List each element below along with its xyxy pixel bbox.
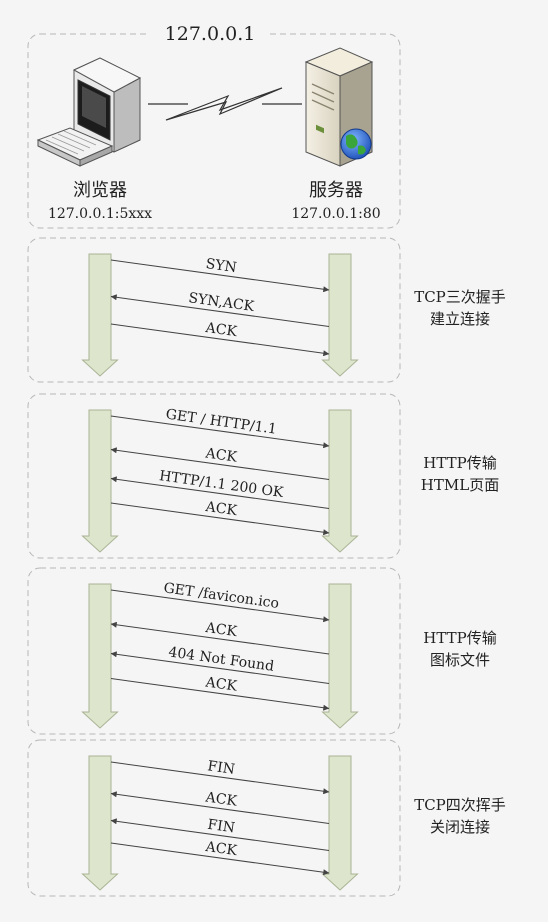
- server-lifeline: [321, 583, 359, 729]
- message-label: GET /favicon.ico: [163, 580, 280, 612]
- desktop-computer-icon: [36, 57, 142, 167]
- server-globe-icon: [304, 47, 374, 167]
- server-address: 127.0.0.1:80: [291, 206, 380, 222]
- message-label: ACK: [204, 445, 239, 465]
- phase-label-line: TCP四次挥手: [414, 796, 506, 814]
- phase-box: [27, 567, 401, 735]
- server-lifeline: [321, 253, 359, 377]
- phase-label-line: 关闭连接: [430, 818, 490, 836]
- message-1: GET / HTTP/1.1: [110, 407, 330, 449]
- phase-label-line: HTTP传输: [423, 454, 496, 472]
- browser-address: 127.0.0.1:5xxx: [48, 206, 152, 222]
- phase-box: [27, 237, 401, 383]
- message-label: FIN: [207, 817, 236, 837]
- message-4: ACK: [110, 499, 330, 536]
- phase-box: [27, 393, 401, 559]
- browser-lifeline: [81, 755, 119, 891]
- message-2: ACK: [110, 620, 330, 655]
- message-arrow: [110, 589, 330, 623]
- browser-lifeline: [81, 253, 119, 377]
- server-lifeline: [321, 409, 359, 553]
- message-arrow: [110, 678, 330, 711]
- server-name: 服务器: [309, 180, 363, 201]
- message-arrow: [110, 447, 330, 480]
- message-arrow: [110, 621, 330, 655]
- browser-lifeline: [81, 409, 119, 553]
- message-label: ACK: [204, 620, 239, 640]
- message-arrow: [110, 259, 330, 293]
- browser-name: 浏览器: [73, 180, 127, 201]
- network-address: 127.0.0.1: [165, 23, 256, 45]
- message-3: FIN: [110, 817, 330, 851]
- lightning-link-icon: [148, 87, 302, 121]
- message-arrow: [110, 294, 330, 327]
- message-label: ACK: [204, 499, 239, 519]
- phase-label-line: HTML页面: [421, 476, 499, 494]
- message-label: SYN: [205, 256, 238, 276]
- message-label: ACK: [204, 320, 239, 340]
- message-arrow: [110, 415, 330, 449]
- address-label-backing: [150, 20, 270, 48]
- message-label: ACK: [204, 674, 239, 694]
- message-arrow: [110, 761, 330, 795]
- phase-label-line: HTTP传输: [423, 629, 496, 647]
- phase-label-line: TCP三次握手: [414, 288, 506, 306]
- message-arrow: [110, 476, 330, 509]
- message-arrow: [110, 791, 330, 824]
- message-4: ACK: [110, 674, 330, 711]
- message-2: ACK: [110, 789, 330, 824]
- message-1: GET /favicon.ico: [110, 580, 330, 623]
- message-label: GET / HTTP/1.1: [165, 407, 278, 438]
- phase-box: [27, 739, 401, 897]
- message-4: ACK: [110, 839, 330, 876]
- message-arrow: [110, 502, 330, 536]
- phase-label-line: 建立连接: [430, 310, 490, 328]
- message-arrow: [110, 323, 330, 357]
- message-label: ACK: [204, 789, 239, 809]
- message-arrow: [110, 651, 330, 684]
- message-1: SYN: [110, 256, 330, 293]
- message-3: ACK: [110, 320, 330, 357]
- message-label: ACK: [204, 839, 239, 859]
- message-label: 404 Not Found: [167, 644, 275, 674]
- message-label: HTTP/1.1 200 OK: [158, 468, 285, 501]
- browser-lifeline: [81, 583, 119, 729]
- message-label: FIN: [207, 758, 236, 778]
- network-box: 127.0.0.1: [27, 20, 401, 229]
- message-2: ACK: [110, 445, 330, 480]
- message-1: FIN: [110, 758, 330, 795]
- message-arrow: [110, 842, 330, 876]
- message-arrow: [110, 818, 330, 851]
- phase-label-line: 图标文件: [430, 651, 490, 669]
